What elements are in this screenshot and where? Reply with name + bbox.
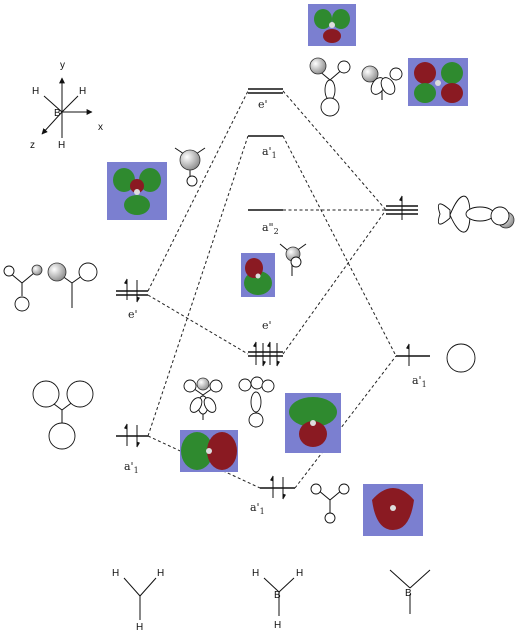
h-orbital — [66, 380, 94, 408]
sketch-p-lobes-top-right — [361, 65, 403, 100]
salc-e-drawing — [3, 262, 98, 312]
atom-label-h: H — [58, 140, 65, 151]
sketch-right-p — [437, 195, 515, 233]
h-orbital — [48, 422, 76, 450]
atom-label-h: H — [252, 568, 259, 579]
label-left-e: e' — [128, 308, 138, 321]
sketch-e-pair-2 — [238, 376, 275, 428]
electrons — [124, 195, 410, 500]
atom-label-h: H — [136, 622, 143, 633]
h-orbital — [3, 265, 15, 277]
orbital-panel-upper-right — [408, 58, 468, 106]
structure-h3: H H H — [112, 568, 164, 633]
label-center-e-bonding: e' — [262, 319, 272, 332]
h-orbital — [47, 262, 67, 282]
sketch-a1-bottom — [310, 483, 350, 524]
label-center-e-top: e' — [258, 98, 268, 111]
atom-label-b: B — [274, 590, 281, 601]
orbital-panel-lower-left — [180, 430, 238, 472]
bond — [61, 95, 79, 113]
coordinate-system: y x z H H B H — [30, 60, 103, 151]
h-orbital — [32, 380, 60, 408]
correlation-lines — [147, 90, 397, 489]
atom-label-b: B — [405, 588, 412, 599]
atom-label-h: H — [296, 568, 303, 579]
h-orbital — [78, 262, 98, 282]
salc-a1-drawing — [32, 380, 94, 450]
atom-label-h: H — [274, 620, 281, 631]
structure-b: B — [389, 569, 431, 614]
orbital-panel-center — [241, 253, 275, 297]
axis-label-y: y — [60, 60, 65, 71]
level-labels: e' a'1 e' a'1 a"2 e' a'1 a'1 — [124, 98, 427, 516]
orbital-panel-top — [308, 4, 356, 46]
atom-label-h: H — [157, 568, 164, 579]
orbital-panel-bottom-right — [363, 484, 423, 536]
bond — [43, 95, 63, 113]
structure-bh3: H H B H — [252, 568, 303, 631]
h-orbital — [31, 264, 43, 276]
label-center-a1-top: a'1 — [262, 145, 277, 160]
sketch-boron-sphere — [174, 147, 206, 187]
sketch-e-pair — [183, 377, 223, 420]
atom-label-b: B — [54, 108, 61, 119]
label-center-a1-bonding: a'1 — [250, 501, 265, 516]
atom-label-h: H — [79, 86, 86, 97]
atom-label-h: H — [32, 86, 39, 97]
label-center-a2: a"2 — [262, 221, 279, 236]
atom-label-h: H — [112, 568, 119, 579]
h-orbital — [14, 296, 30, 312]
sketch-boron-s — [446, 343, 476, 373]
axis-label-z: z — [30, 140, 35, 151]
sketch-center-pz — [279, 243, 307, 276]
z-axis-arrow — [41, 111, 63, 135]
label-right-a1: a'1 — [412, 374, 427, 389]
axis-label-x: x — [98, 122, 103, 133]
orbital-panel-lower-center — [285, 393, 341, 453]
label-left-a1: a'1 — [124, 460, 139, 475]
sketch-p-lobes-top — [309, 57, 351, 117]
orbital-panel-left — [107, 162, 167, 220]
